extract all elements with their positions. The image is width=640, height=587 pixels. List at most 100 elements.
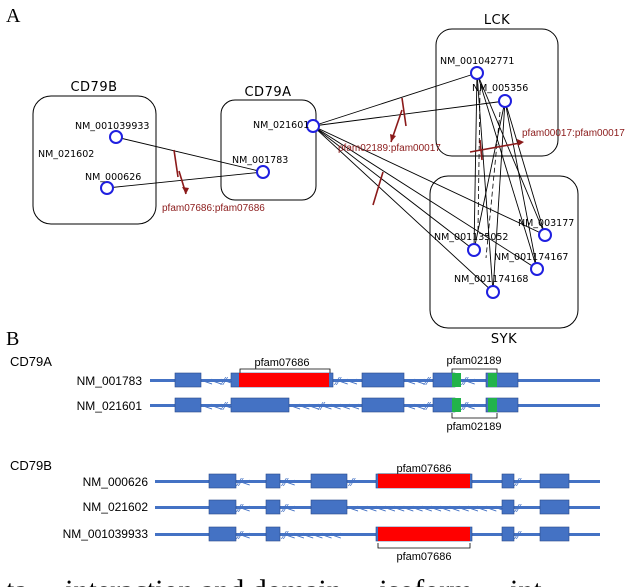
interaction-tick [479, 139, 483, 161]
domain-bracket [377, 543, 471, 549]
group-box-cd79a [220, 99, 317, 201]
transcript-track-nm-021601: <<⁄⁄< <<<⁄⁄<<<< <<⁄⁄ ⁄⁄< [150, 397, 600, 413]
interaction-arrow [469, 142, 521, 153]
transcript-track-nm-001783: <<⁄⁄< ⁄⁄<< <<⁄⁄ ⁄⁄< [150, 372, 600, 388]
node-label: NM_001042771 [440, 56, 514, 67]
node-nm-021601[interactable] [306, 119, 320, 133]
domain-pfam02189 [488, 398, 497, 412]
intron-marks: ⁄⁄<<<<<< [280, 529, 342, 542]
node-nm-000626[interactable] [100, 181, 114, 195]
edge [312, 125, 546, 236]
node-nm-001174168[interactable] [486, 285, 500, 299]
arrowhead [390, 134, 396, 142]
arrowhead [517, 139, 524, 146]
exon [432, 372, 456, 388]
domain-label-pfam07686-bottom: pfam07686 [396, 551, 451, 563]
edge [473, 72, 478, 251]
domain-pfam02189 [488, 373, 497, 387]
intron-marks: <<⁄⁄< [204, 400, 235, 413]
exon [539, 473, 570, 489]
exon [501, 526, 515, 542]
intron-marks: ⁄⁄ [347, 476, 356, 489]
exon [361, 397, 405, 413]
intron-marks: ⁄⁄ [513, 476, 522, 489]
exon [310, 499, 348, 515]
node-label: NM_001174168 [454, 274, 528, 285]
exon [230, 397, 290, 413]
node-label: NM_001174167 [494, 252, 568, 263]
transcript-label: NM_000626 [83, 475, 149, 489]
domain-bracket [239, 368, 331, 374]
node-nm-001135052[interactable] [467, 243, 481, 257]
group-box-cd79b [32, 95, 157, 225]
interaction-tick [173, 149, 179, 178]
intron-marks: ⁄⁄< [280, 502, 296, 515]
exon [432, 397, 456, 413]
node-label: NM_001783 [232, 155, 288, 166]
edge [312, 100, 506, 127]
intron-marks: ⁄⁄< [235, 502, 251, 515]
intron-marks: ⁄⁄ [513, 529, 522, 542]
intron-marks: <<⁄⁄ [407, 400, 431, 413]
node-nm-001174167[interactable] [530, 262, 544, 276]
intron-marks: <<<<<<<<<<<<<<<<< [350, 502, 507, 515]
domain-bracket [451, 413, 498, 419]
transcript-track-nm-021602: ⁄⁄< ⁄⁄< <<<<<<<<<<<<<<<<< ⁄⁄ [155, 499, 600, 515]
intron-marks: <<⁄⁄ [407, 375, 431, 388]
node-label: NM_021601 [253, 120, 309, 131]
exon [174, 397, 202, 413]
domain-label-pfam07686: pfam07686 [254, 357, 309, 369]
edge [476, 72, 538, 270]
link-label-cd79a-lck-syk: pfam02189:pfam00017 [338, 143, 441, 154]
network-dashed-edges [477, 89, 501, 259]
edge [485, 111, 501, 259]
intron-marks: ⁄⁄ [513, 502, 522, 515]
exon [265, 473, 281, 489]
domain-label-pfam07686-top: pfam07686 [396, 463, 451, 475]
node-nm-001042771[interactable] [470, 66, 484, 80]
node-nm-001783[interactable] [256, 165, 270, 179]
group-box-lck [435, 28, 559, 157]
node-label: NM_000626 [85, 172, 141, 183]
exon [501, 473, 515, 489]
edge [115, 136, 264, 173]
interaction-tick [401, 97, 407, 127]
node-nm-003177[interactable] [538, 228, 552, 242]
gene-label-cd79b: CD79B [10, 458, 52, 473]
edge [312, 125, 494, 293]
transcript-label: NM_001783 [77, 374, 143, 388]
node-label: NM_003177 [518, 218, 574, 229]
utr-line [155, 506, 600, 509]
exon [501, 499, 515, 515]
intron-marks: ⁄⁄< [235, 476, 251, 489]
edge [106, 171, 264, 189]
panel-a-letter: A [6, 5, 21, 27]
edge [476, 72, 546, 236]
domain-pfam02189 [452, 398, 461, 412]
edge [504, 100, 538, 270]
exon [265, 526, 281, 542]
exon [174, 372, 202, 388]
domain-pfam07686 [378, 527, 470, 541]
node-nm-005356[interactable] [498, 94, 512, 108]
edge [473, 100, 506, 251]
node-label: NM_021602 [38, 149, 94, 160]
transcript-label: NM_021601 [77, 399, 143, 413]
transcript-label: NM_021602 [83, 500, 149, 514]
edge [312, 125, 538, 270]
domain-label-pfam02189-bottom: pfam02189 [446, 421, 501, 433]
domain-label-pfam02189-top: pfam02189 [446, 355, 501, 367]
group-title-cd79b: CD79B [70, 80, 117, 95]
intron-marks: ⁄⁄< [460, 400, 476, 413]
edge [477, 89, 481, 231]
exon [265, 499, 281, 515]
node-label: NM_001039933 [75, 121, 149, 132]
edge [312, 72, 478, 127]
group-box-syk [429, 175, 579, 329]
node-nm-001039933[interactable] [109, 130, 123, 144]
exon [539, 526, 570, 542]
edge [312, 125, 475, 251]
group-title-syk: SYK [491, 332, 517, 347]
transcript-track-nm-001039933: ⁄⁄< ⁄⁄<<<<<< ⁄⁄ [155, 526, 600, 542]
